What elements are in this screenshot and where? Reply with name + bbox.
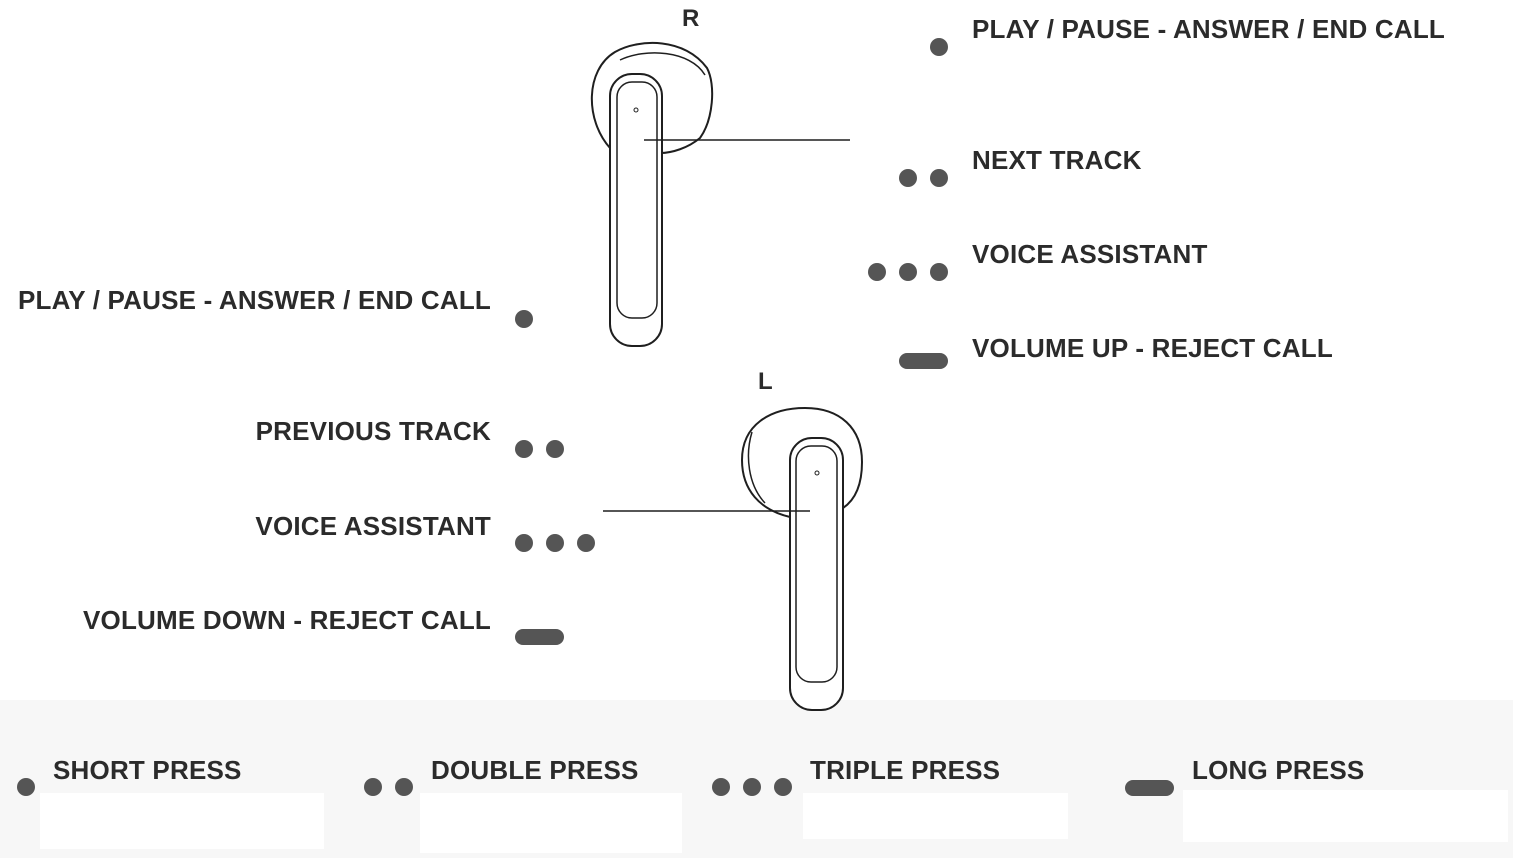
triple-press-marker-dot (577, 534, 595, 552)
right-control-label: VOLUME UP - REJECT CALL (972, 333, 1333, 363)
triple-press-marker-dot (774, 778, 792, 796)
legend-label: SHORT PRESS (53, 755, 242, 785)
left-control-label: PLAY / PAUSE - ANSWER / END CALL (17, 285, 491, 315)
triple-press-marker-dot (515, 534, 533, 552)
left-control-label: VOICE ASSISTANT (255, 511, 491, 541)
legend-card (40, 793, 324, 849)
short-press-marker (515, 310, 533, 328)
right-control-label: VOICE ASSISTANT (972, 239, 1208, 269)
triple-press-marker-dot (546, 534, 564, 552)
left-ear-label: L (758, 368, 773, 395)
left-control-label: PREVIOUS TRACK (255, 416, 491, 446)
double-press-marker-dot (515, 440, 533, 458)
triple-press-marker-dot (899, 263, 917, 281)
short-press-marker (17, 778, 35, 796)
legend-label: DOUBLE PRESS (431, 755, 639, 785)
legend-label: TRIPLE PRESS (810, 755, 1001, 785)
short-press-marker (930, 38, 948, 56)
triple-press-marker-dot (930, 263, 948, 281)
long-press-marker (899, 353, 948, 369)
right-control-label: NEXT TRACK (972, 145, 1142, 175)
long-press-marker (1125, 780, 1174, 796)
earbud-right-icon (590, 42, 850, 347)
legend-card (420, 793, 682, 853)
double-press-marker-dot (546, 440, 564, 458)
right-ear-label: R (682, 5, 700, 32)
double-press-marker-dot (930, 169, 948, 187)
earbud-left-icon (603, 406, 864, 711)
long-press-marker (515, 629, 564, 645)
double-press-marker-dot (899, 169, 917, 187)
triple-press-marker-dot (868, 263, 886, 281)
triple-press-marker-dot (743, 778, 761, 796)
triple-press-marker-dot (712, 778, 730, 796)
legend-card (1183, 790, 1508, 842)
right-control-label: PLAY / PAUSE - ANSWER / END CALL (972, 14, 1446, 44)
left-control-label: VOLUME DOWN - REJECT CALL (83, 605, 491, 635)
legend-card (803, 793, 1068, 839)
legend-label: LONG PRESS (1192, 755, 1365, 785)
double-press-marker-dot (395, 778, 413, 796)
double-press-marker-dot (364, 778, 382, 796)
